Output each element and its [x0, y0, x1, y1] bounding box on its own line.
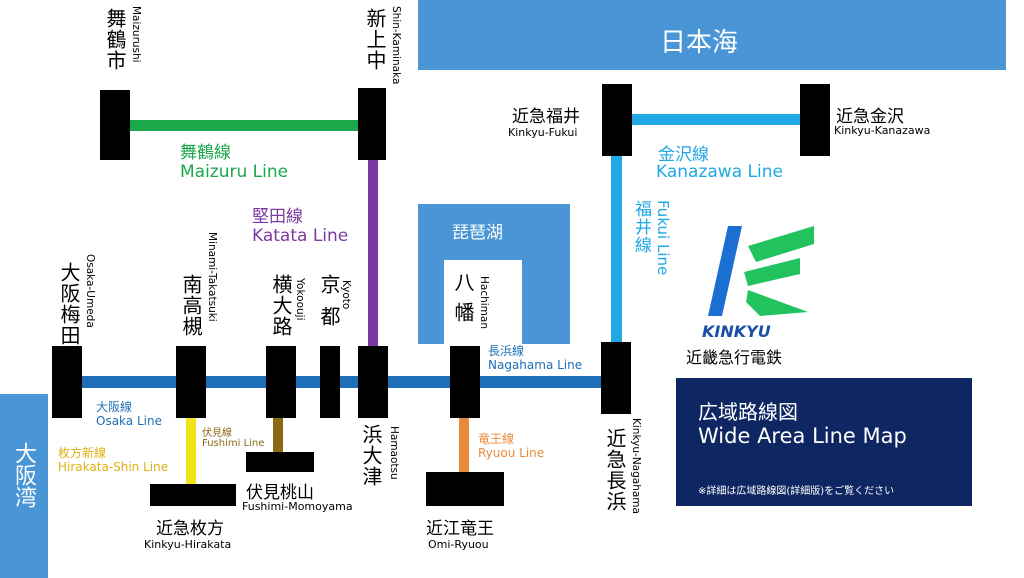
katata-line-label-jp: 堅田線 — [252, 207, 303, 227]
fushimi-line-track — [273, 416, 283, 454]
fukui-line-label-jp: 福井線 — [631, 200, 651, 254]
kanazawa-line-track — [620, 114, 808, 125]
lake-biwa-label: 琵琶湖 — [452, 223, 503, 243]
station-osaka-umeda-block[interactable] — [52, 346, 82, 418]
station-hachiman-en: Hachiman — [478, 276, 490, 329]
kinkyu-logo-icon — [708, 226, 814, 316]
station-yokoouji-label: 横大路 — [269, 274, 293, 337]
station-hamaotsu-label: 浜大津 — [359, 424, 383, 487]
maizuru-line-track — [110, 120, 372, 131]
station-kinkyu-kanazawa-en: Kinkyu-Kanazawa — [834, 124, 931, 137]
kanazawa-line-label-en: Kanazawa Line — [656, 162, 783, 182]
sea-of-japan — [418, 0, 1006, 70]
station-hachiman-block[interactable] — [450, 346, 480, 418]
fushimi-line-label-jp: 伏見線 — [202, 428, 232, 439]
station-kinkyu-nagahama-block[interactable] — [601, 342, 631, 414]
hirakata-shin-line-track — [186, 416, 196, 488]
station-hamaotsu-block[interactable] — [358, 346, 388, 418]
osaka-bay-label: 大阪湾 — [11, 442, 36, 508]
fukui-line-label-en: Fukui Line — [654, 200, 672, 276]
station-fushimi-momoyama-label: 伏見桃山 — [246, 483, 314, 503]
sea-of-japan-label: 日本海 — [660, 28, 739, 58]
legend-title-jp: 広域路線図 — [698, 400, 798, 424]
legend-title-en: Wide Area Line Map — [698, 424, 907, 448]
station-kinkyu-hirakata-block[interactable] — [150, 484, 236, 506]
ryuou-line-label-jp: 竜王線 — [478, 432, 515, 446]
legend-panel: 広域路線図 Wide Area Line Map ※詳細は広域路線図(詳細版)を… — [676, 378, 972, 506]
station-maizurushi-label: 舞鶴市 — [103, 8, 127, 71]
station-kinkyu-fukui-label: 近急福井 — [512, 107, 580, 127]
station-hamaotsu-en: Hamaotsu — [388, 426, 400, 480]
station-minami-takatsuki-block[interactable] — [176, 346, 206, 418]
station-shin-kaminaka-label: 新上中 — [363, 8, 387, 71]
station-kinkyu-fukui-block[interactable] — [602, 84, 632, 156]
station-omi-ryuou-block[interactable] — [426, 472, 504, 506]
hirakata-shin-line-label-en: Hirakata-Shin Line — [58, 460, 169, 474]
fukui-line-track — [611, 150, 622, 350]
station-kinkyu-hirakata-label: 近急枚方 — [156, 519, 224, 539]
station-kyoto-block[interactable] — [320, 346, 340, 418]
station-osaka-umeda-label: 大阪梅田 — [57, 262, 81, 346]
station-shin-kaminaka-block[interactable] — [358, 88, 386, 160]
station-kyoto-en: Kyoto — [340, 280, 352, 310]
station-maizurushi-block[interactable] — [100, 90, 130, 160]
station-kinkyu-nagahama-en: Kinkyu-Nagahama — [630, 418, 642, 514]
osaka-line-label-en: Osaka Line — [96, 414, 162, 428]
legend-note: ※詳細は広域路線図(詳細版)をご覧ください — [698, 486, 895, 497]
hirakata-shin-line-label-jp: 枚方新線 — [58, 446, 107, 460]
fushimi-line-label-en: Fushimi Line — [202, 438, 265, 449]
station-maizurushi-en: Maizurushi — [130, 6, 142, 63]
station-fushimi-momoyama-block[interactable] — [246, 452, 314, 472]
station-kinkyu-fukui-en: Kinkyu-Fukui — [508, 126, 578, 139]
station-kinkyu-kanazawa-block[interactable] — [800, 84, 830, 156]
station-kyoto-label: 京都 — [317, 274, 341, 338]
station-kinkyu-kanazawa-label: 近急金沢 — [836, 107, 904, 127]
osaka-bay — [0, 394, 48, 578]
lake-biwa-inner — [444, 260, 522, 344]
maizuru-line-label-jp: 舞鶴線 — [180, 143, 231, 163]
nagahama-line-label-jp: 長浜線 — [488, 344, 525, 358]
station-hachiman-label: 八幡 — [451, 272, 475, 332]
osaka-line-track — [66, 376, 621, 388]
station-kinkyu-nagahama-label: 近急長浜 — [603, 428, 627, 512]
station-yokoouji-block[interactable] — [266, 346, 296, 418]
station-omi-ryuou-en: Omi-Ryuou — [428, 538, 489, 551]
katata-line-label-en: Katata Line — [252, 226, 349, 246]
ryuou-line-track — [459, 416, 469, 474]
station-kinkyu-hirakata-en: Kinkyu-Hirakata — [144, 538, 232, 551]
maizuru-line-label-en: Maizuru Line — [180, 162, 289, 182]
osaka-line-label-jp: 大阪線 — [96, 400, 133, 414]
nagahama-line-label-en: Nagahama Line — [488, 358, 583, 372]
station-minami-takatsuki-en: Minami-Takatsuki — [206, 232, 218, 322]
station-minami-takatsuki-label: 南高槻 — [179, 274, 203, 337]
station-omi-ryuou-label: 近江竜王 — [426, 519, 494, 539]
station-fushimi-momoyama-en: Fushimi-Momoyama — [242, 500, 353, 513]
brand-subname: 近畿急行電鉄 — [686, 348, 783, 367]
ryuou-line-label-en: Ryuou Line — [478, 446, 545, 460]
station-shin-kaminaka-en: Shin-Kaminaka — [390, 6, 402, 85]
station-yokoouji-en: Yokoouji — [294, 278, 306, 321]
katata-line-track — [368, 150, 378, 355]
brand-name: KINKYU — [702, 322, 771, 341]
station-osaka-umeda-en: Osaka-Umeda — [84, 254, 96, 328]
kanazawa-line-label-jp: 金沢線 — [658, 145, 709, 165]
